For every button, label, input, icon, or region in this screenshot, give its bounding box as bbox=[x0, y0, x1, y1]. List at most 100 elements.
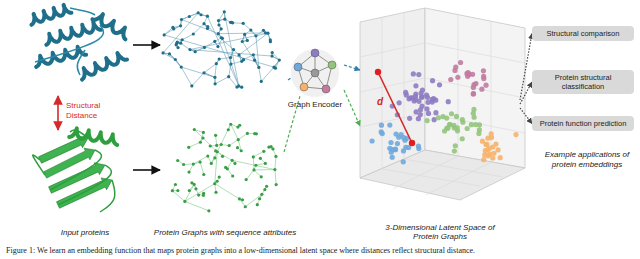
graph-node bbox=[163, 33, 166, 36]
graph-edge bbox=[215, 64, 216, 78]
graph-node bbox=[176, 189, 179, 192]
embedding-point bbox=[437, 82, 442, 87]
graph-node bbox=[179, 42, 182, 45]
graph-node bbox=[256, 203, 259, 206]
loop bbox=[50, 150, 101, 190]
graph-node bbox=[175, 43, 178, 46]
graph-node bbox=[190, 181, 193, 184]
graph-node bbox=[207, 209, 210, 212]
graph-node bbox=[188, 15, 191, 18]
graph-node bbox=[190, 84, 193, 87]
graph-node bbox=[271, 51, 274, 54]
graph-edge bbox=[238, 140, 241, 151]
graph-node bbox=[260, 80, 263, 83]
embedding-point bbox=[424, 106, 429, 111]
graph-node bbox=[192, 32, 195, 35]
graph-node bbox=[220, 143, 223, 146]
graph-node bbox=[176, 46, 179, 49]
graph-node bbox=[246, 132, 249, 135]
graph-node bbox=[194, 50, 197, 53]
embedding-point bbox=[416, 143, 421, 148]
graph-node bbox=[182, 163, 185, 166]
blue-protein-graph bbox=[161, 10, 280, 89]
graph-node bbox=[236, 146, 239, 149]
graph-node bbox=[231, 159, 234, 162]
graph-node bbox=[206, 154, 209, 157]
embedding-point bbox=[416, 72, 421, 77]
embedding-point bbox=[471, 91, 476, 96]
graph-edge bbox=[246, 170, 254, 180]
graph-node bbox=[174, 58, 177, 61]
helix bbox=[31, 5, 71, 25]
graph-node bbox=[258, 197, 261, 200]
map-arrow bbox=[133, 44, 160, 46]
graph-edge bbox=[245, 194, 262, 206]
graph-node bbox=[245, 178, 248, 181]
note: Example applications of protein embeddin… bbox=[538, 150, 636, 169]
graph-node bbox=[201, 136, 204, 139]
loop bbox=[100, 180, 115, 212]
graph-node bbox=[240, 86, 243, 89]
panel-label: 3-Dimensional Latent Space of Protein Gr… bbox=[374, 223, 506, 242]
graph-node bbox=[180, 65, 183, 68]
embedding-point bbox=[416, 116, 421, 121]
embedding-point bbox=[448, 77, 453, 82]
graph-node bbox=[272, 66, 275, 69]
embedding-point bbox=[419, 94, 424, 99]
graph-node bbox=[214, 149, 217, 152]
embedding-point bbox=[476, 131, 481, 136]
graph-edge bbox=[190, 50, 272, 56]
graph-edge bbox=[259, 67, 261, 81]
graph-edge bbox=[204, 64, 216, 73]
embedding-point bbox=[470, 72, 475, 77]
graph-node bbox=[198, 160, 201, 163]
embedding-point bbox=[401, 159, 406, 164]
embedding-point bbox=[413, 83, 418, 88]
graph-node bbox=[221, 155, 224, 158]
embedding-point bbox=[481, 74, 486, 79]
distance-symbol: d bbox=[377, 96, 387, 108]
graph-node bbox=[206, 15, 209, 18]
helix bbox=[46, 22, 101, 45]
graph-node bbox=[278, 58, 281, 61]
connector-arrow bbox=[344, 90, 360, 126]
embedding-point bbox=[486, 153, 491, 158]
graph-node bbox=[264, 31, 267, 34]
graph-edge bbox=[200, 162, 204, 174]
graph-node bbox=[217, 23, 220, 26]
graph-node bbox=[260, 193, 263, 196]
red-point bbox=[375, 69, 381, 75]
graph-edge bbox=[207, 16, 238, 86]
axis-caption: Protein Graphs with sequence attributes bbox=[150, 228, 300, 238]
graph-node bbox=[197, 11, 200, 14]
embedding-point bbox=[389, 150, 394, 155]
helix bbox=[69, 128, 117, 145]
embedding-point bbox=[473, 122, 478, 127]
graph-node bbox=[269, 145, 272, 148]
encoder-label: Graph Encoder bbox=[286, 100, 344, 110]
graph-edge bbox=[224, 12, 238, 86]
graph-node bbox=[213, 182, 216, 185]
embedding-point bbox=[452, 68, 457, 73]
loop bbox=[35, 25, 103, 62]
graph-node bbox=[238, 197, 241, 200]
embedding-point bbox=[481, 157, 486, 162]
graph-node bbox=[213, 76, 216, 79]
embedding-point bbox=[402, 138, 407, 143]
embedding-point bbox=[458, 60, 463, 65]
graph-node bbox=[220, 36, 223, 39]
box-label: Protein structural classification bbox=[536, 73, 630, 91]
map-arrow bbox=[133, 169, 160, 171]
embedding-points bbox=[369, 60, 518, 165]
graph-edge bbox=[211, 152, 217, 164]
graph-node bbox=[254, 34, 257, 37]
graph-node bbox=[193, 128, 196, 131]
graph-node bbox=[180, 18, 183, 21]
application-box: Protein structural classification bbox=[532, 70, 634, 94]
green-protein-graph bbox=[171, 123, 278, 213]
graph-node bbox=[227, 128, 230, 131]
connector-arrow bbox=[520, 108, 532, 124]
graph-node bbox=[223, 18, 226, 21]
embedding-point bbox=[401, 148, 406, 153]
graph-node bbox=[240, 149, 243, 152]
